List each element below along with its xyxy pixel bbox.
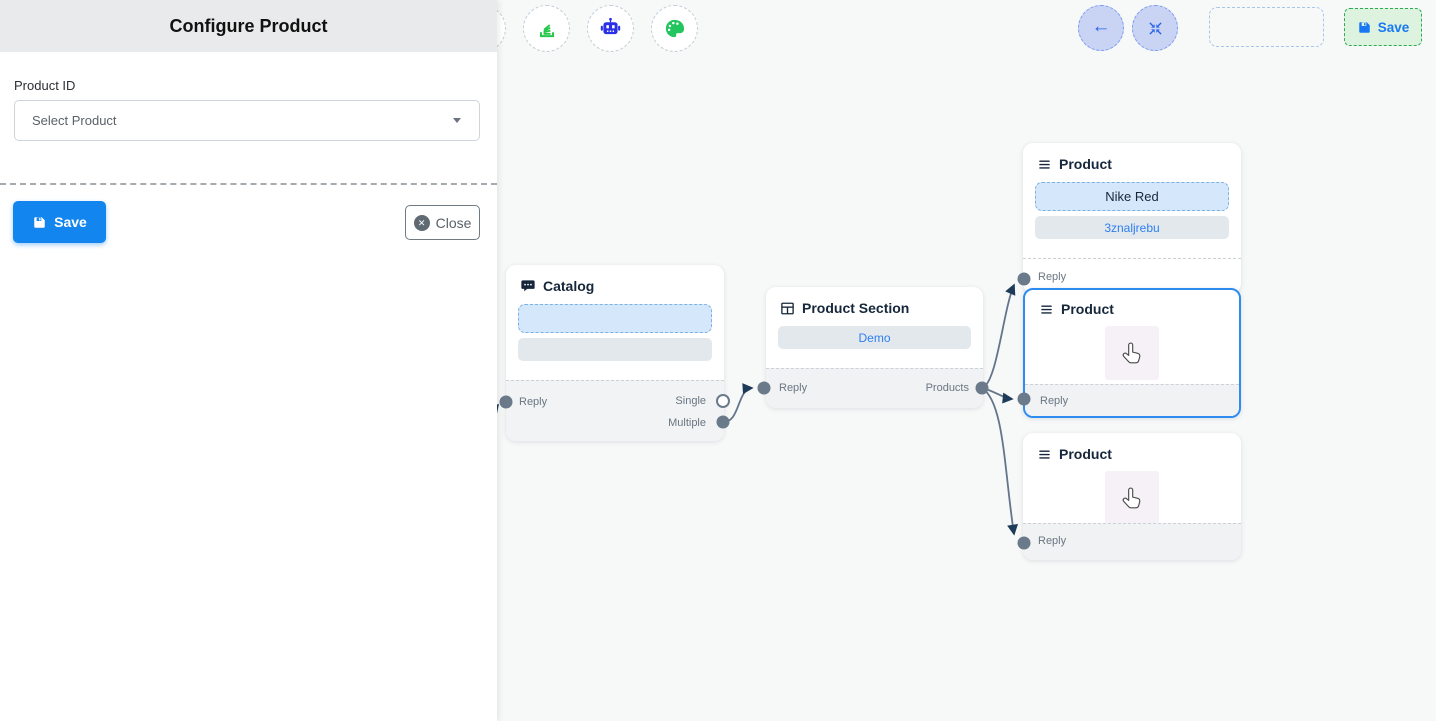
handle-label-reply: Reply bbox=[1040, 395, 1069, 407]
catalog-secondary-field[interactable] bbox=[518, 338, 712, 361]
close-circle-icon: ✕ bbox=[413, 214, 430, 231]
panel-header: Configure Product bbox=[0, 0, 497, 52]
node-p1-header: Product bbox=[1023, 143, 1241, 182]
edge-multiple-to-section-reply bbox=[722, 383, 754, 423]
node-catalog-title: Catalog bbox=[543, 278, 595, 294]
p1-product-id-field[interactable]: 3znaljrebu bbox=[1035, 216, 1229, 239]
product-id-select[interactable]: Select Product bbox=[14, 100, 480, 141]
flow-canvas[interactable]: ← Save Catalog bbox=[497, 0, 1436, 721]
node-section-footer: Reply Products bbox=[766, 368, 983, 408]
save-floppy-icon bbox=[34, 216, 45, 228]
chevron-down-icon bbox=[453, 118, 461, 123]
edge-products-to-p2-reply bbox=[981, 387, 1014, 404]
p1-product-id: 3znaljrebu bbox=[1104, 220, 1160, 235]
palette-icon bbox=[665, 19, 685, 38]
panel-title: Configure Product bbox=[169, 15, 328, 36]
layers-node-button[interactable] bbox=[523, 5, 570, 52]
chat-bubble-icon bbox=[521, 280, 535, 292]
select-placeholder: Select Product bbox=[32, 113, 117, 128]
catalog-input-field[interactable] bbox=[518, 304, 712, 333]
product-id-label: Product ID bbox=[14, 78, 76, 93]
save-button-label: Save bbox=[54, 214, 87, 230]
robot-node-button[interactable] bbox=[587, 5, 634, 52]
section-value-text: Demo bbox=[858, 330, 891, 345]
handle-label-reply: Reply bbox=[519, 396, 548, 408]
close-button-label: Close bbox=[435, 214, 472, 231]
toolbar-circle-partial[interactable] bbox=[497, 5, 506, 52]
close-button[interactable]: ✕ Close bbox=[405, 205, 480, 240]
node-section-header: Product Section bbox=[766, 287, 983, 326]
node-product-section[interactable]: Product Section Demo Reply Products bbox=[766, 287, 983, 408]
handle-label-multiple: Multiple bbox=[668, 417, 706, 429]
table-grid-icon bbox=[781, 302, 794, 314]
handle-label-products: Products bbox=[925, 382, 969, 394]
node-p3-footer: Reply bbox=[1023, 523, 1241, 560]
node-product-2-selected[interactable]: Product Reply bbox=[1023, 288, 1241, 418]
node-p3-header: Product bbox=[1023, 433, 1241, 472]
back-arrow-icon: ← bbox=[1091, 16, 1111, 37]
empty-dashed-button[interactable] bbox=[1209, 7, 1324, 47]
node-p2-footer: Reply bbox=[1025, 384, 1239, 416]
hamburger-icon bbox=[1039, 159, 1050, 169]
hamburger-icon bbox=[1041, 304, 1052, 314]
node-product-1[interactable]: Product Nike Red 3znaljrebu Reply bbox=[1023, 143, 1241, 293]
configure-product-panel: Configure Product Product ID Select Prod… bbox=[0, 0, 497, 721]
node-p2-title: Product bbox=[1061, 301, 1114, 317]
node-catalog-header: Catalog bbox=[506, 265, 724, 304]
edge-products-to-p1-reply bbox=[981, 283, 1016, 389]
compress-icon bbox=[1148, 21, 1162, 35]
node-product-3[interactable]: Product Reply bbox=[1023, 433, 1241, 560]
node-p2-header: Product bbox=[1025, 290, 1239, 327]
back-button[interactable]: ← bbox=[1078, 5, 1124, 51]
fit-view-button[interactable] bbox=[1132, 5, 1178, 51]
layers-icon bbox=[539, 23, 554, 37]
canvas-save-button[interactable]: Save bbox=[1344, 8, 1422, 46]
node-p3-title: Product bbox=[1059, 446, 1112, 462]
robot-icon bbox=[600, 17, 621, 35]
handle-label-reply: Reply bbox=[1038, 271, 1067, 283]
p1-product-name-field[interactable]: Nike Red bbox=[1035, 182, 1229, 211]
node-section-title: Product Section bbox=[802, 300, 910, 316]
node-catalog[interactable]: Catalog Reply Single Multiple bbox=[506, 265, 724, 441]
handle-label-reply: Reply bbox=[779, 382, 808, 394]
handle-label-single: Single bbox=[675, 395, 706, 407]
hand-cursor bbox=[1105, 471, 1159, 525]
handle-label-reply: Reply bbox=[1038, 535, 1067, 547]
hamburger-icon bbox=[1039, 449, 1050, 459]
p1-product-name: Nike Red bbox=[1105, 189, 1159, 204]
save-floppy-icon bbox=[1358, 21, 1370, 33]
edge-in-catalog-reply bbox=[497, 403, 500, 416]
node-p1-title: Product bbox=[1059, 156, 1112, 172]
hand-cursor bbox=[1105, 326, 1159, 380]
node-catalog-footer: Reply Single Multiple bbox=[506, 380, 724, 441]
section-value-chip[interactable]: Demo bbox=[778, 326, 971, 349]
palette-node-button[interactable] bbox=[651, 5, 698, 52]
save-button[interactable]: Save bbox=[13, 201, 106, 243]
node-p1-footer: Reply bbox=[1023, 258, 1241, 293]
edge-products-to-p3-reply bbox=[981, 387, 1019, 536]
panel-divider bbox=[0, 183, 497, 185]
canvas-save-label: Save bbox=[1377, 19, 1410, 35]
